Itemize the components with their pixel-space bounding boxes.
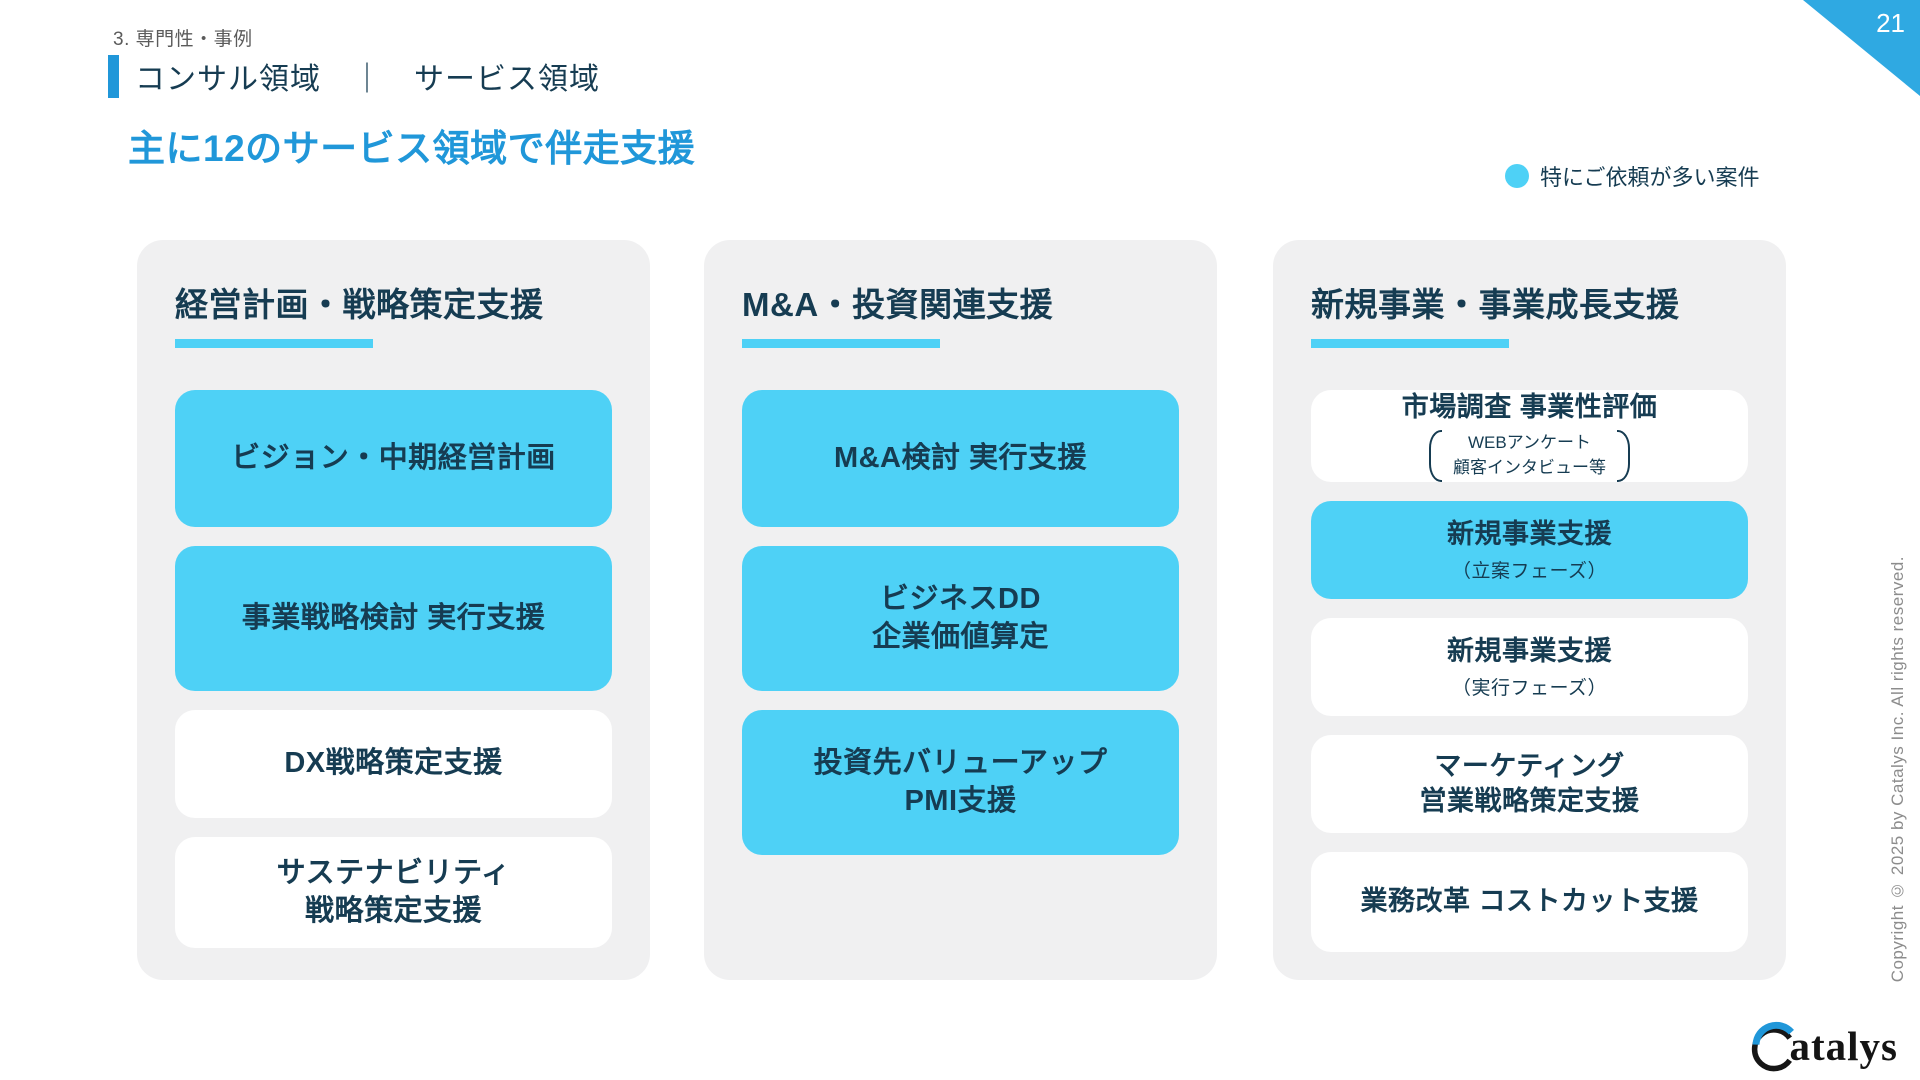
bracket-note-text: WEBアンケート 顧客インタビュー等 xyxy=(1453,431,1606,480)
legend-dot-icon xyxy=(1505,164,1529,188)
service-box-label: ビジョン・中期経営計画 xyxy=(231,441,556,474)
service-box: M&A検討 実行支援 xyxy=(742,390,1179,527)
service-box-label: 業務改革 コストカット支援 xyxy=(1360,886,1699,917)
service-box-label: DX戦略策定支援 xyxy=(284,747,503,780)
service-box-label: 事業戦略検討 実行支援 xyxy=(241,601,546,634)
service-box-label: M&A検討 実行支援 xyxy=(833,441,1088,474)
service-box: 業務改革 コストカット支援 xyxy=(1311,852,1748,952)
service-box-sublabel: （立案フェーズ） xyxy=(1451,560,1608,582)
column-header: 新規事業・事業成長支援 xyxy=(1311,286,1680,323)
service-box-stack: 市場調査 事業性評価 WEBアンケート 顧客インタビュー等 新規事業支援 （立案… xyxy=(1311,390,1748,952)
bracket-note-line: WEBアンケート xyxy=(1467,433,1592,453)
service-box-label: マーケティング xyxy=(1434,750,1625,781)
service-box: サステナビリティ 戦略策定支援 xyxy=(175,837,612,948)
page-title: 主に12のサービス領域で伴走支援 xyxy=(128,128,696,169)
logo-wordmark: atalys xyxy=(1789,1023,1898,1069)
header-underline xyxy=(1311,339,1509,348)
bracket-right-icon xyxy=(1617,430,1630,483)
service-box-stack: ビジョン・中期経営計画 事業戦略検討 実行支援 DX戦略策定支援 サステナビリテ… xyxy=(175,390,612,948)
bracket-note-line: 顧客インタビュー等 xyxy=(1453,458,1606,478)
header-underline xyxy=(742,339,940,348)
service-box: 新規事業支援 （実行フェーズ） xyxy=(1311,618,1748,716)
service-box: 事業戦略検討 実行支援 xyxy=(175,546,612,691)
service-box: マーケティング 営業戦略策定支援 xyxy=(1311,735,1748,833)
column-header: 経営計画・戦略策定支援 xyxy=(175,286,544,323)
column-panel-ma-investment: M&A・投資関連支援 M&A検討 実行支援 ビジネスDD 企業価値算定 投資先バ… xyxy=(704,240,1217,980)
service-box: ビジョン・中期経営計画 xyxy=(175,390,612,527)
service-box: 投資先バリューアップ PMI支援 xyxy=(742,710,1179,855)
service-box-label: 戦略策定支援 xyxy=(304,894,482,927)
logo-c-mark xyxy=(1751,1021,1794,1072)
service-box-label: ビジネスDD xyxy=(880,582,1041,615)
service-box-label: 営業戦略策定支援 xyxy=(1419,786,1640,816)
bracket-left-icon xyxy=(1429,430,1442,483)
service-box-label: 投資先バリューアップ xyxy=(813,746,1108,779)
service-box-stack: M&A検討 実行支援 ビジネスDD 企業価値算定 投資先バリューアップ PMI支… xyxy=(742,390,1179,855)
legend-label: 特にご依頼が多い案件 xyxy=(1540,165,1760,190)
breadcrumb: 3. 専門性・事例 xyxy=(113,29,253,50)
section-title: コンサル領域 ｜ サービス領域 xyxy=(135,63,600,96)
service-box-sublabel: （実行フェーズ） xyxy=(1451,677,1608,699)
service-box: 市場調査 事業性評価 WEBアンケート 顧客インタビュー等 xyxy=(1311,390,1748,483)
column-header: M&A・投資関連支援 xyxy=(742,286,1054,323)
service-box-label: 企業価値算定 xyxy=(871,620,1049,653)
legend: 特にご依頼が多い案件 xyxy=(1505,160,1760,192)
header-underline xyxy=(175,339,373,348)
accent-bar xyxy=(108,54,119,98)
service-box: 新規事業支援 （立案フェーズ） xyxy=(1311,501,1748,599)
copyright-text: Copyright © 2025 by Catalys Inc. All rig… xyxy=(1888,556,1907,983)
service-box: DX戦略策定支援 xyxy=(175,710,612,818)
service-box-label: PMI支援 xyxy=(904,784,1017,817)
bracket-note: WEBアンケート 顧客インタビュー等 xyxy=(1429,430,1630,483)
section-header: コンサル領域 ｜ サービス領域 xyxy=(108,54,600,98)
service-box-label: 新規事業支援 xyxy=(1447,519,1612,550)
service-box-label: 市場調査 事業性評価 xyxy=(1401,391,1658,422)
service-box-label: 新規事業支援 xyxy=(1447,636,1612,667)
company-logo: atalys xyxy=(1750,1020,1899,1072)
service-box: ビジネスDD 企業価値算定 xyxy=(742,546,1179,691)
page-number: 21 xyxy=(1876,8,1905,38)
column-panel-new-business: 新規事業・事業成長支援 市場調査 事業性評価 WEBアンケート 顧客インタビュー… xyxy=(1273,240,1786,980)
service-box-label: サステナビリティ xyxy=(276,856,511,889)
column-panel-management-planning: 経営計画・戦略策定支援 ビジョン・中期経営計画 事業戦略検討 実行支援 DX戦略… xyxy=(137,240,650,980)
